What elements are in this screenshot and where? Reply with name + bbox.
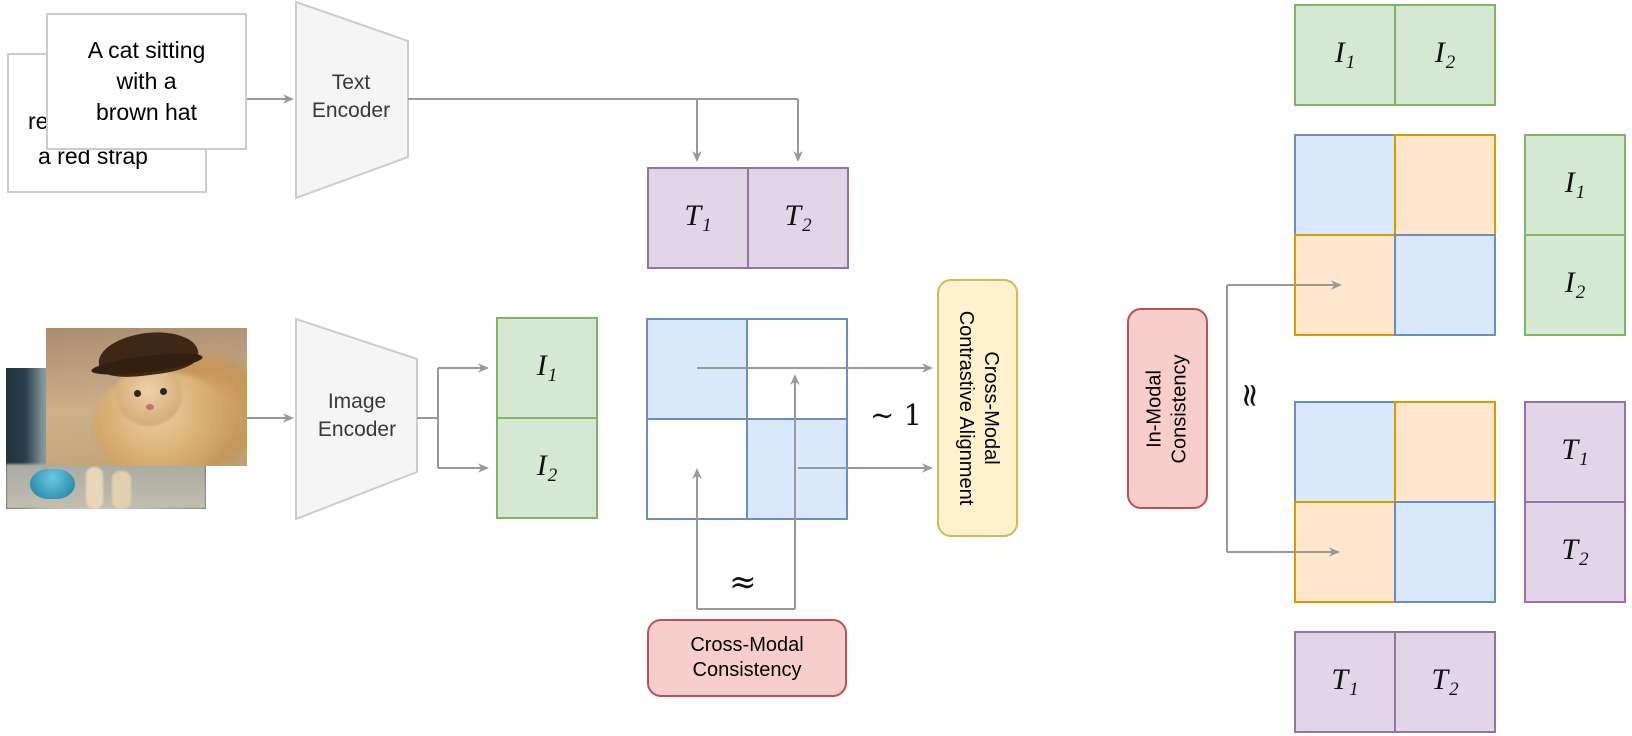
cat-leg [112, 471, 131, 509]
matrix-cell-diagonal [746, 418, 848, 520]
t1-label: T1 [1331, 663, 1359, 700]
i1-label: I1 [1564, 166, 1586, 203]
matrix-cell-diagonal [1394, 234, 1496, 336]
image-embedding-column: I1 I2 [496, 317, 598, 519]
similarity-one-label: ∼ 1 [870, 398, 922, 432]
t2-cell: T2 [1394, 631, 1496, 733]
i2-cell: I2 [1394, 4, 1496, 106]
i2-label: I2 [1434, 36, 1456, 73]
approx-symbol-rotated: ≈ [1231, 381, 1271, 410]
caption-card-front: A cat sitting with a brown hat [46, 13, 247, 150]
cross-modal-consistency-box: Cross-Modal Consistency [647, 619, 847, 697]
t1-cell: T1 [1524, 401, 1626, 503]
blue-bowl [30, 469, 75, 499]
cat-eye [134, 390, 141, 397]
caption-line: with a [116, 68, 177, 94]
matrix-cell-offdiagonal [646, 418, 748, 520]
t1-cell: T1 [647, 167, 749, 269]
i2-cell: I2 [1524, 234, 1626, 336]
matrix-cell-diagonal [646, 318, 748, 420]
matrix-cell-offdiagonal [1394, 134, 1496, 236]
image-encoder-label: Image Encoder [317, 390, 397, 441]
cross-modal-similarity-matrix [646, 318, 848, 520]
cat-leg [86, 467, 103, 509]
t2-label: T2 [784, 199, 812, 236]
image-similarity-matrix [1294, 134, 1496, 336]
i1-cell: I1 [1524, 134, 1626, 236]
caption-line: A cat sitting [87, 37, 206, 63]
t2-label: T2 [1561, 533, 1589, 570]
caption-line: brown hat [95, 99, 197, 125]
matrix-cell-offdiagonal [1294, 501, 1396, 603]
t2-cell: T2 [747, 167, 849, 269]
text-encoder-label: Text Encoder [311, 71, 391, 122]
t1-label: T1 [1561, 433, 1589, 470]
t1-cell: T1 [1294, 631, 1396, 733]
text-embedding-row: T1 T2 [647, 167, 849, 269]
matrix-cell-diagonal [1394, 501, 1496, 603]
t2-label: T2 [1431, 663, 1459, 700]
i1-cell: I1 [496, 317, 598, 419]
i1-cell: I1 [1294, 4, 1396, 106]
text-similarity-matrix [1294, 401, 1496, 603]
t1-label: T1 [684, 199, 712, 236]
i1-label: I1 [536, 349, 558, 386]
image-embedding-row-top: I1 I2 [1294, 4, 1496, 106]
text-embedding-column-right: T1 T2 [1524, 401, 1626, 603]
label: Cross-Modal Consistency [690, 634, 804, 681]
cross-modal-contrastive-alignment-box: Cross-Modal Contrastive Alignment [937, 279, 1018, 537]
approx-symbol: ≈ [729, 562, 757, 601]
caption-back-fragment: re [28, 108, 49, 134]
i2-cell: I2 [496, 417, 598, 519]
rotated-label: Cross-Modal Contrastive Alignment [954, 310, 1002, 506]
i2-label: I2 [1564, 266, 1586, 303]
matrix-cell-diagonal [1294, 401, 1396, 503]
image-embedding-column-right: I1 I2 [1524, 134, 1626, 336]
i1-label: I1 [1334, 36, 1356, 73]
matrix-cell-diagonal [1294, 134, 1396, 236]
text-embedding-row-bottom: T1 T2 [1294, 631, 1496, 733]
matrix-cell-offdiagonal [746, 318, 848, 420]
in-modal-consistency-box: In-Modal Consistency [1127, 308, 1208, 509]
t2-cell: T2 [1524, 501, 1626, 603]
cat-photo-front [46, 328, 247, 466]
cat-eye [160, 388, 167, 395]
cat-nose [146, 404, 154, 410]
i2-label: I2 [536, 449, 558, 486]
matrix-cell-offdiagonal [1294, 234, 1396, 336]
rotated-label: In-Modal Consistency [1143, 354, 1191, 463]
matrix-cell-offdiagonal [1394, 401, 1496, 503]
